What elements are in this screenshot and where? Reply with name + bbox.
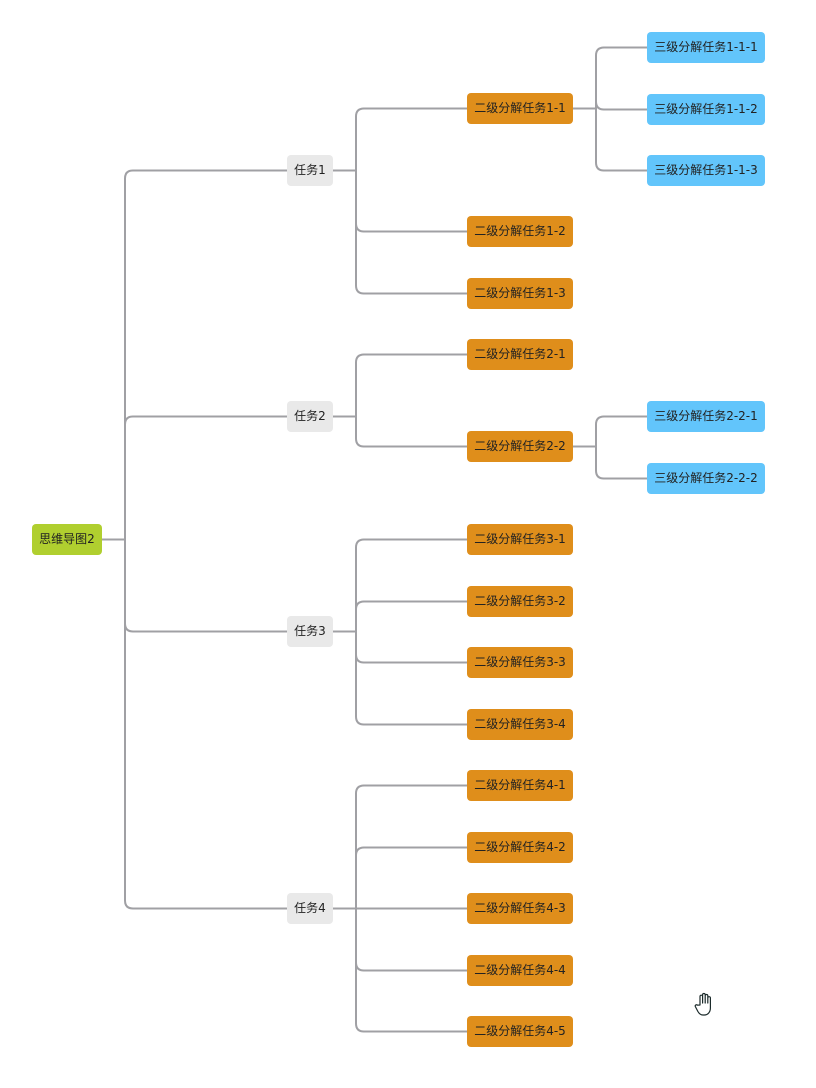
subsubtask-node-1-1-3[interactable]: 三级分解任务1-1-3 [647,155,765,186]
link-root-to-task-1 [102,169,287,541]
link-subtask-1-1-to-3 [573,107,647,172]
subtask-node-2-1[interactable]: 二级分解任务2-1 [467,339,573,370]
subsubtask-node-2-2-1[interactable]: 三级分解任务2-2-1 [647,401,765,432]
subtask-node-4-5[interactable]: 二级分解任务4-5 [467,1016,573,1047]
link-task-3-to-subtask-3-4 [333,630,467,726]
subtask-node-3-4[interactable]: 二级分解任务3-4 [467,709,573,740]
subtask-node-3-2[interactable]: 二级分解任务3-2 [467,586,573,617]
link-root-to-task-2 [102,415,287,541]
subtask-node-1-3[interactable]: 二级分解任务1-3 [467,278,573,309]
hand-grab-cursor-icon [694,992,711,1016]
subsubtask-node-1-1-2[interactable]: 三级分解任务1-1-2 [647,94,765,125]
link-task-3-to-subtask-3-3 [333,630,467,664]
subtask-node-3-1[interactable]: 二级分解任务3-1 [467,524,573,555]
link-task-4-to-subtask-4-1 [333,784,467,910]
link-root-to-task-3 [102,538,287,633]
link-subtask-1-1-to-1 [573,46,647,110]
link-root-to-task-4 [102,538,287,910]
link-task-2-to-subtask-2-1 [333,353,467,418]
link-task-1-to-subtask-1-3 [333,169,467,295]
subsubtask-node-1-1-1[interactable]: 三级分解任务1-1-1 [647,32,765,63]
link-task-1-to-subtask-1-2 [333,169,467,233]
link-subtask-1-1-to-2 [573,101,647,111]
link-subtask-2-2-to-2 [573,445,647,480]
link-task-1-to-subtask-1-1 [333,107,467,172]
link-task-4-to-subtask-4-2 [333,846,467,910]
subtask-node-1-1[interactable]: 二级分解任务1-1 [467,93,573,124]
subtask-node-3-3[interactable]: 二级分解任务3-3 [467,647,573,678]
link-task-3-to-subtask-3-2 [333,600,467,633]
subtask-node-4-4[interactable]: 二级分解任务4-4 [467,955,573,986]
root-node[interactable]: 思维导图2 [32,524,102,555]
task-node-4[interactable]: 任务4 [287,893,333,924]
link-task-4-to-subtask-4-5 [333,907,467,1033]
subtask-node-2-2[interactable]: 二级分解任务2-2 [467,431,573,462]
subtask-node-4-3[interactable]: 二级分解任务4-3 [467,893,573,924]
subtask-node-4-2[interactable]: 二级分解任务4-2 [467,832,573,863]
link-task-3-to-subtask-3-1 [333,538,467,633]
task-node-2[interactable]: 任务2 [287,401,333,432]
task-node-1[interactable]: 任务1 [287,155,333,186]
task-node-3[interactable]: 任务3 [287,616,333,647]
link-task-2-to-subtask-2-2 [333,415,467,448]
subsubtask-node-2-2-2[interactable]: 三级分解任务2-2-2 [647,463,765,494]
subtask-node-4-1[interactable]: 二级分解任务4-1 [467,770,573,801]
subtask-node-1-2[interactable]: 二级分解任务1-2 [467,216,573,247]
link-subtask-2-2-to-1 [573,415,647,448]
link-task-4-to-subtask-4-4 [333,907,467,972]
